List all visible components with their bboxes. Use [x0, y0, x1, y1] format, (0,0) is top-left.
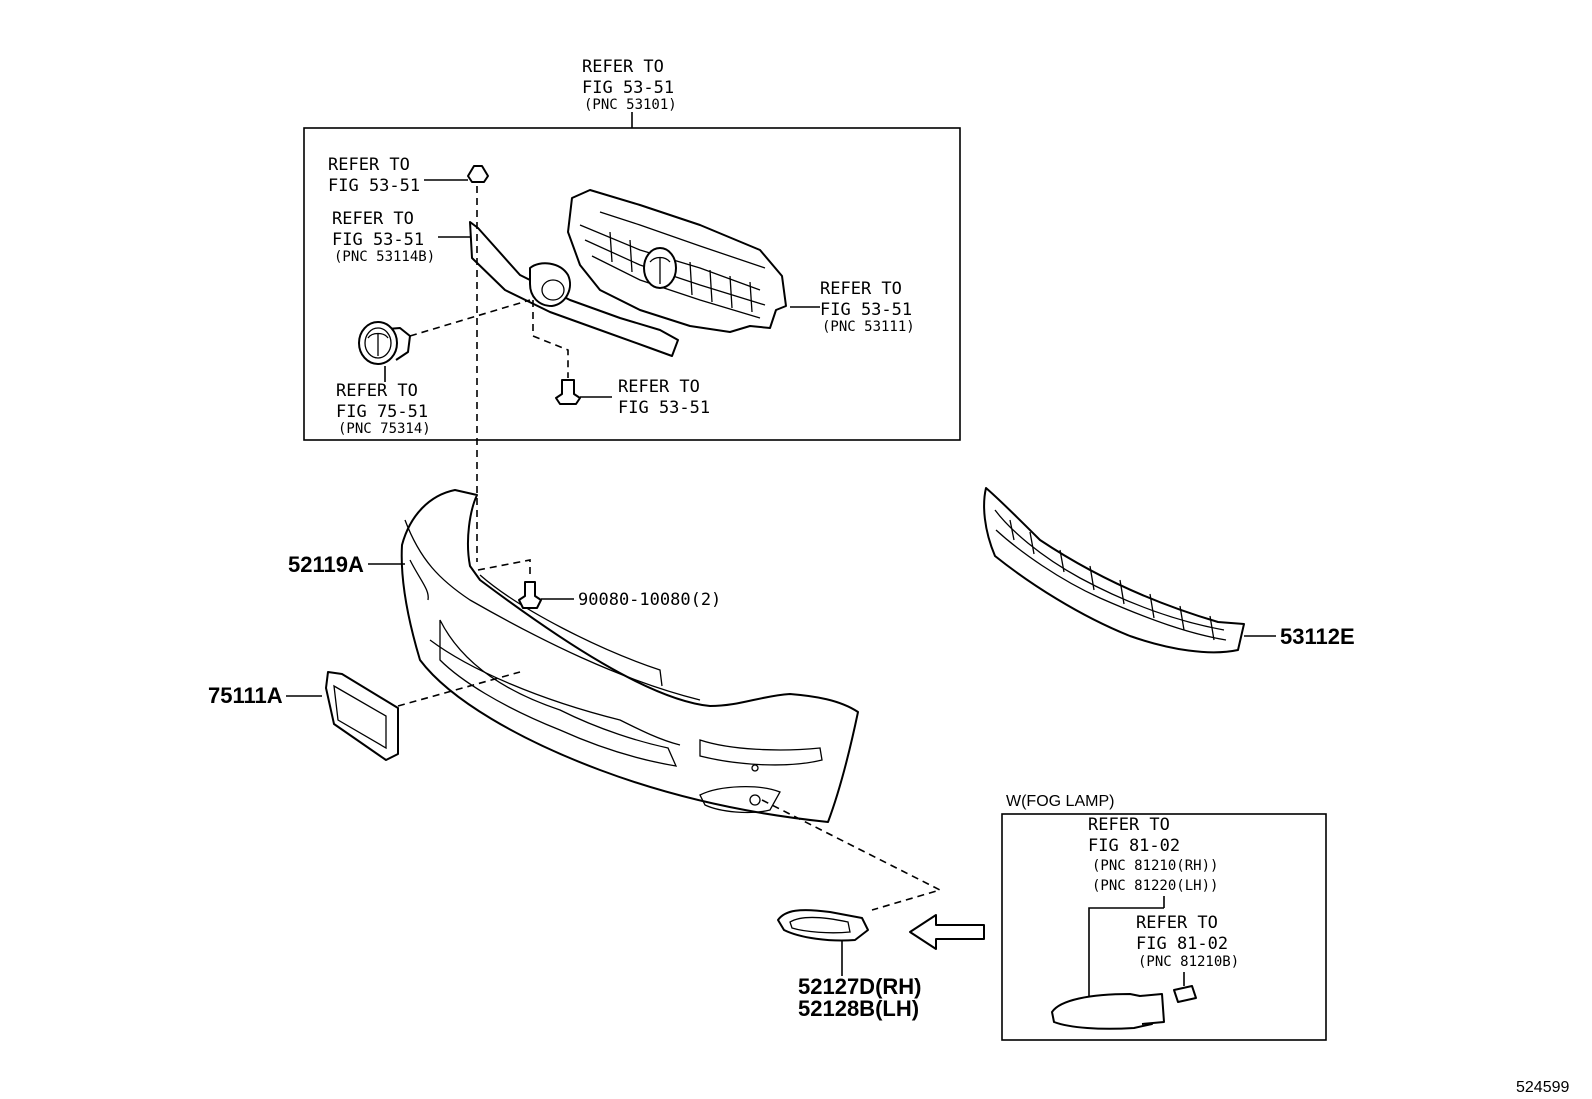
bumper-cover-label: 52119A — [288, 552, 364, 577]
fog-lamp-box-title: W(FOG LAMP) — [1006, 793, 1114, 810]
fog-bulb-callout-line3: (PNC 81210B) — [1138, 954, 1239, 970]
fog-cover-lh-label: 52128B(LH) — [798, 996, 919, 1021]
fog-cover-rh-label: 52127D(RH) — [798, 974, 922, 999]
lower-grille-group: 53112E — [983, 487, 1355, 654]
grille-assembly-callout-line1: REFER TO — [582, 57, 664, 77]
bolt-part — [518, 581, 542, 609]
license-bracket-label: 75111A — [208, 683, 283, 708]
grille-molding-callout-line3: (PNC 53114B) — [334, 249, 435, 265]
license-bracket-group: 75111A — [208, 671, 521, 761]
fog-bulb-callout-line1: REFER TO — [1136, 913, 1218, 933]
fog-cover-group: 52127D(RH) 52128B(LH) — [761, 799, 943, 1021]
fog-lamp-callout-line2: FIG 81-02 — [1088, 836, 1180, 856]
grille-assembly-callout-line2: FIG 53-51 — [582, 78, 674, 98]
grille-molding-part — [469, 221, 679, 357]
radiator-grille-callout-line3: (PNC 53111) — [822, 319, 915, 335]
grille-assembly-group: REFER TO FIG 53-51 (PNC 53101) REFER TO … — [303, 57, 961, 441]
fog-lamp-callout-line3: (PNC 81210(RH)) — [1092, 858, 1218, 874]
grille-clip-callout-line2: FIG 53-51 — [328, 176, 420, 196]
fog-lamp-box — [1001, 813, 1327, 1041]
grille-screw-callout-line1: REFER TO — [618, 377, 700, 397]
lower-grille-label: 53112E — [1280, 624, 1355, 649]
grille-screw-callout-line2: FIG 53-51 — [618, 398, 710, 418]
fog-lamp-callout-line4: (PNC 81220(LH)) — [1092, 878, 1218, 894]
emblem-callout-line3: (PNC 75314) — [338, 421, 431, 437]
emblem-mount-part — [529, 262, 571, 307]
grille-screw-part — [555, 379, 581, 405]
bolt-group: 90080-10080(2) — [477, 559, 721, 610]
emblem-callout-line1: REFER TO — [336, 381, 418, 401]
fog-bulb-part — [1173, 985, 1197, 1003]
grille-assembly-callout-line3: (PNC 53101) — [584, 97, 677, 113]
emblem-part — [358, 321, 411, 365]
diagram-number: 524599 — [1516, 1079, 1569, 1096]
grille-molding-callout-line2: FIG 53-51 — [332, 230, 424, 250]
fog-lamp-box-group: W(FOG LAMP) REFER TO FIG 81-02 (PNC 8121… — [1001, 793, 1327, 1041]
radiator-grille-callout-line1: REFER TO — [820, 279, 902, 299]
direction-arrow-icon — [909, 914, 985, 950]
bumper-cover-part — [400, 489, 859, 823]
radiator-grille-callout-line2: FIG 53-51 — [820, 300, 912, 320]
lower-grille-part — [983, 487, 1245, 654]
fog-lamp-callout-line1: REFER TO — [1088, 815, 1170, 835]
emblem-callout-line2: FIG 75-51 — [336, 402, 428, 422]
bolt-label: 90080-10080(2) — [578, 590, 721, 610]
fog-bulb-callout-line2: FIG 81-02 — [1136, 934, 1228, 954]
grille-clip-part — [467, 165, 489, 183]
grille-molding-callout-line1: REFER TO — [332, 209, 414, 229]
license-bracket-part — [325, 671, 399, 761]
grille-clip-callout-line1: REFER TO — [328, 155, 410, 175]
bumper-cover-group: 52119A — [288, 489, 859, 823]
